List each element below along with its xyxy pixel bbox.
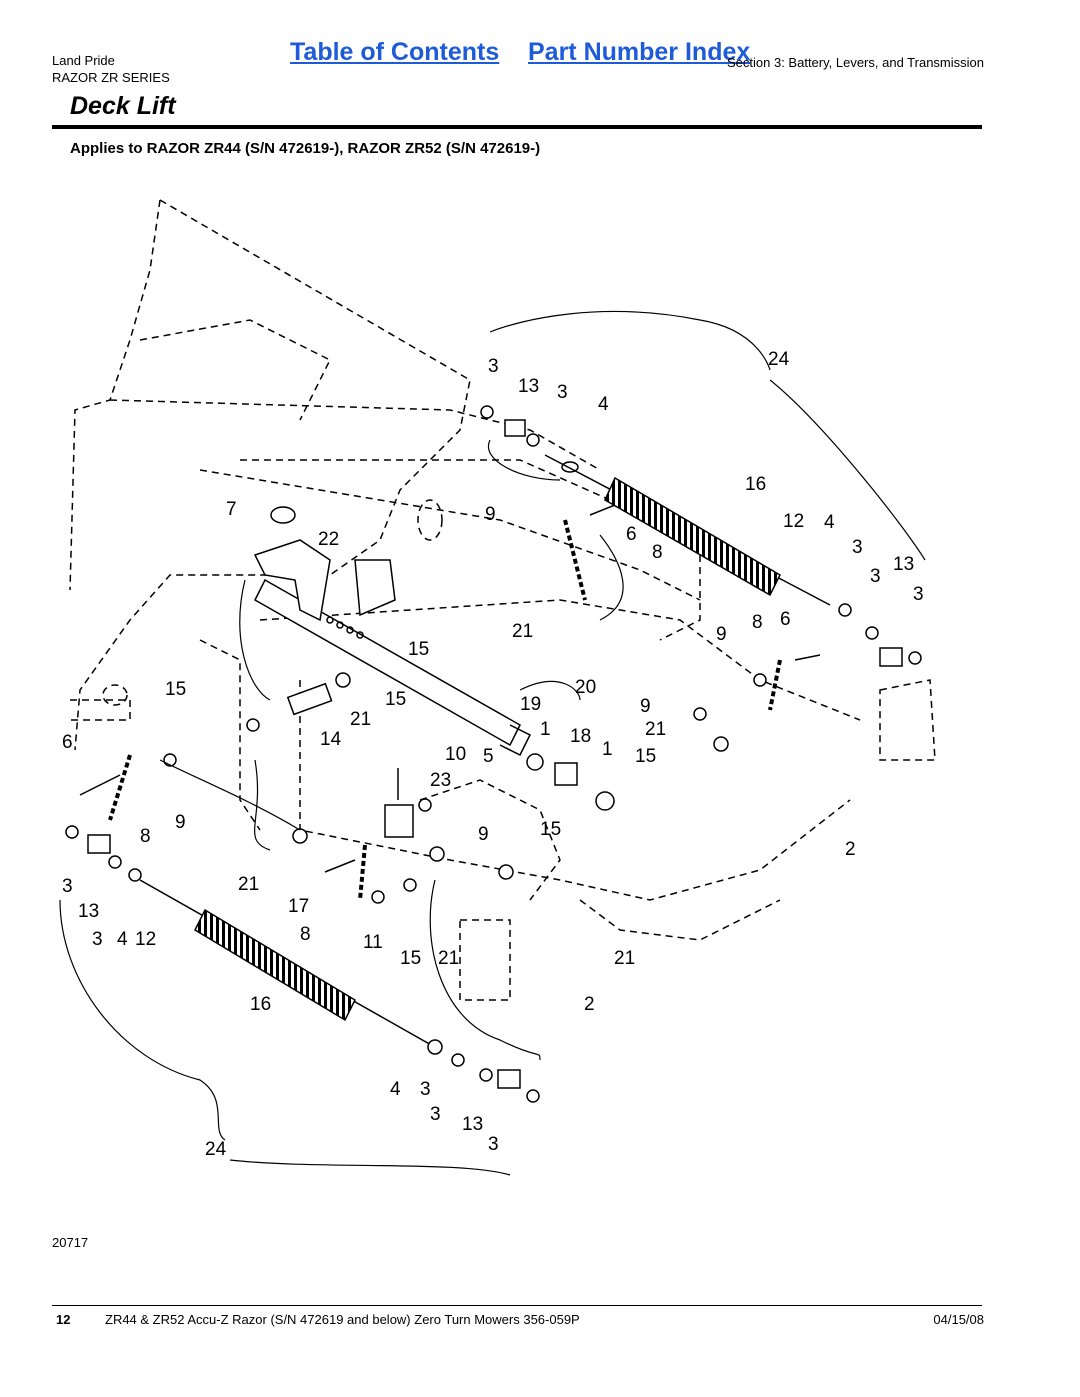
upper-lift-spring <box>544 454 831 606</box>
lower-lift-spring <box>139 879 441 1051</box>
svg-text:12: 12 <box>783 511 804 532</box>
svg-text:11: 11 <box>363 932 383 953</box>
svg-text:9: 9 <box>485 504 496 525</box>
svg-text:3: 3 <box>92 929 103 950</box>
svg-text:8: 8 <box>652 542 663 563</box>
svg-text:12: 12 <box>135 929 156 950</box>
svg-text:2: 2 <box>845 839 856 860</box>
figure-id: 20717 <box>52 1235 89 1250</box>
svg-text:20: 20 <box>575 677 596 698</box>
svg-text:15: 15 <box>540 819 561 840</box>
page-number: 12 <box>56 1312 71 1327</box>
svg-text:1: 1 <box>540 719 551 740</box>
svg-text:9: 9 <box>716 624 727 645</box>
svg-text:24: 24 <box>205 1139 227 1160</box>
svg-text:3: 3 <box>488 356 499 377</box>
svg-text:6: 6 <box>62 732 73 753</box>
svg-text:4: 4 <box>824 512 835 533</box>
svg-text:13: 13 <box>518 376 539 397</box>
svg-text:24: 24 <box>768 349 790 370</box>
svg-text:15: 15 <box>400 948 421 969</box>
svg-text:19: 19 <box>520 694 541 715</box>
header-rule <box>52 125 982 129</box>
svg-text:1: 1 <box>602 739 613 760</box>
svg-text:3: 3 <box>913 584 924 605</box>
svg-text:3: 3 <box>62 876 73 897</box>
page-title: Deck Lift <box>70 92 176 120</box>
svg-text:13: 13 <box>462 1114 483 1135</box>
svg-text:3: 3 <box>420 1079 431 1100</box>
document-title: ZR44 & ZR52 Accu-Z Razor (S/N 472619 and… <box>105 1312 580 1327</box>
svg-text:14: 14 <box>320 729 342 750</box>
svg-text:9: 9 <box>478 824 489 845</box>
svg-text:21: 21 <box>512 621 533 642</box>
svg-text:3: 3 <box>870 566 881 587</box>
svg-text:16: 16 <box>745 474 766 495</box>
svg-text:2: 2 <box>584 994 595 1015</box>
deck-lift-rod <box>254 578 532 757</box>
applies-to-text: Applies to RAZOR ZR44 (S/N 472619-), RAZ… <box>70 140 541 157</box>
svg-text:4: 4 <box>117 929 128 950</box>
svg-text:7: 7 <box>226 499 237 520</box>
hardware-parts <box>65 405 922 1103</box>
svg-text:21: 21 <box>350 709 371 730</box>
svg-text:3: 3 <box>488 1134 499 1155</box>
revision-date: 04/15/08 <box>933 1312 984 1327</box>
svg-text:15: 15 <box>385 689 406 710</box>
table-of-contents-link[interactable]: Table of Contents <box>290 38 500 66</box>
series-name: RAZOR ZR SERIES <box>52 70 170 85</box>
svg-text:13: 13 <box>893 554 914 575</box>
frame-outline <box>69 199 936 1001</box>
svg-text:15: 15 <box>165 679 186 700</box>
svg-text:23: 23 <box>430 770 451 791</box>
svg-text:9: 9 <box>640 696 651 717</box>
svg-text:21: 21 <box>645 719 666 740</box>
svg-text:5: 5 <box>483 746 494 767</box>
lift-lever <box>253 539 331 622</box>
brand-name: Land Pride <box>52 53 115 68</box>
svg-text:3: 3 <box>852 537 863 558</box>
bolts <box>79 504 821 873</box>
svg-text:22: 22 <box>318 529 339 550</box>
svg-text:3: 3 <box>557 382 568 403</box>
svg-text:4: 4 <box>390 1079 401 1100</box>
svg-text:4: 4 <box>598 394 609 415</box>
svg-text:6: 6 <box>780 609 791 630</box>
svg-text:3: 3 <box>430 1104 441 1125</box>
svg-text:21: 21 <box>438 948 459 969</box>
svg-text:15: 15 <box>408 639 429 660</box>
lift-cables <box>59 310 926 1176</box>
svg-text:6: 6 <box>626 524 637 545</box>
svg-text:21: 21 <box>614 948 635 969</box>
svg-text:8: 8 <box>300 924 311 945</box>
svg-text:15: 15 <box>635 746 656 767</box>
index-plate <box>354 559 396 617</box>
svg-text:21: 21 <box>238 874 259 895</box>
svg-text:13: 13 <box>78 901 99 922</box>
svg-text:18: 18 <box>570 726 591 747</box>
svg-text:9: 9 <box>175 812 186 833</box>
svg-text:16: 16 <box>250 994 271 1015</box>
section-label: Section 3: Battery, Levers, and Transmis… <box>727 55 984 70</box>
footer-rule <box>52 1305 982 1306</box>
svg-text:17: 17 <box>288 896 309 917</box>
svg-text:10: 10 <box>445 744 466 765</box>
svg-text:8: 8 <box>752 612 763 633</box>
part-number-index-link[interactable]: Part Number Index <box>528 38 751 66</box>
svg-text:8: 8 <box>140 826 151 847</box>
lift-chains <box>108 519 782 901</box>
